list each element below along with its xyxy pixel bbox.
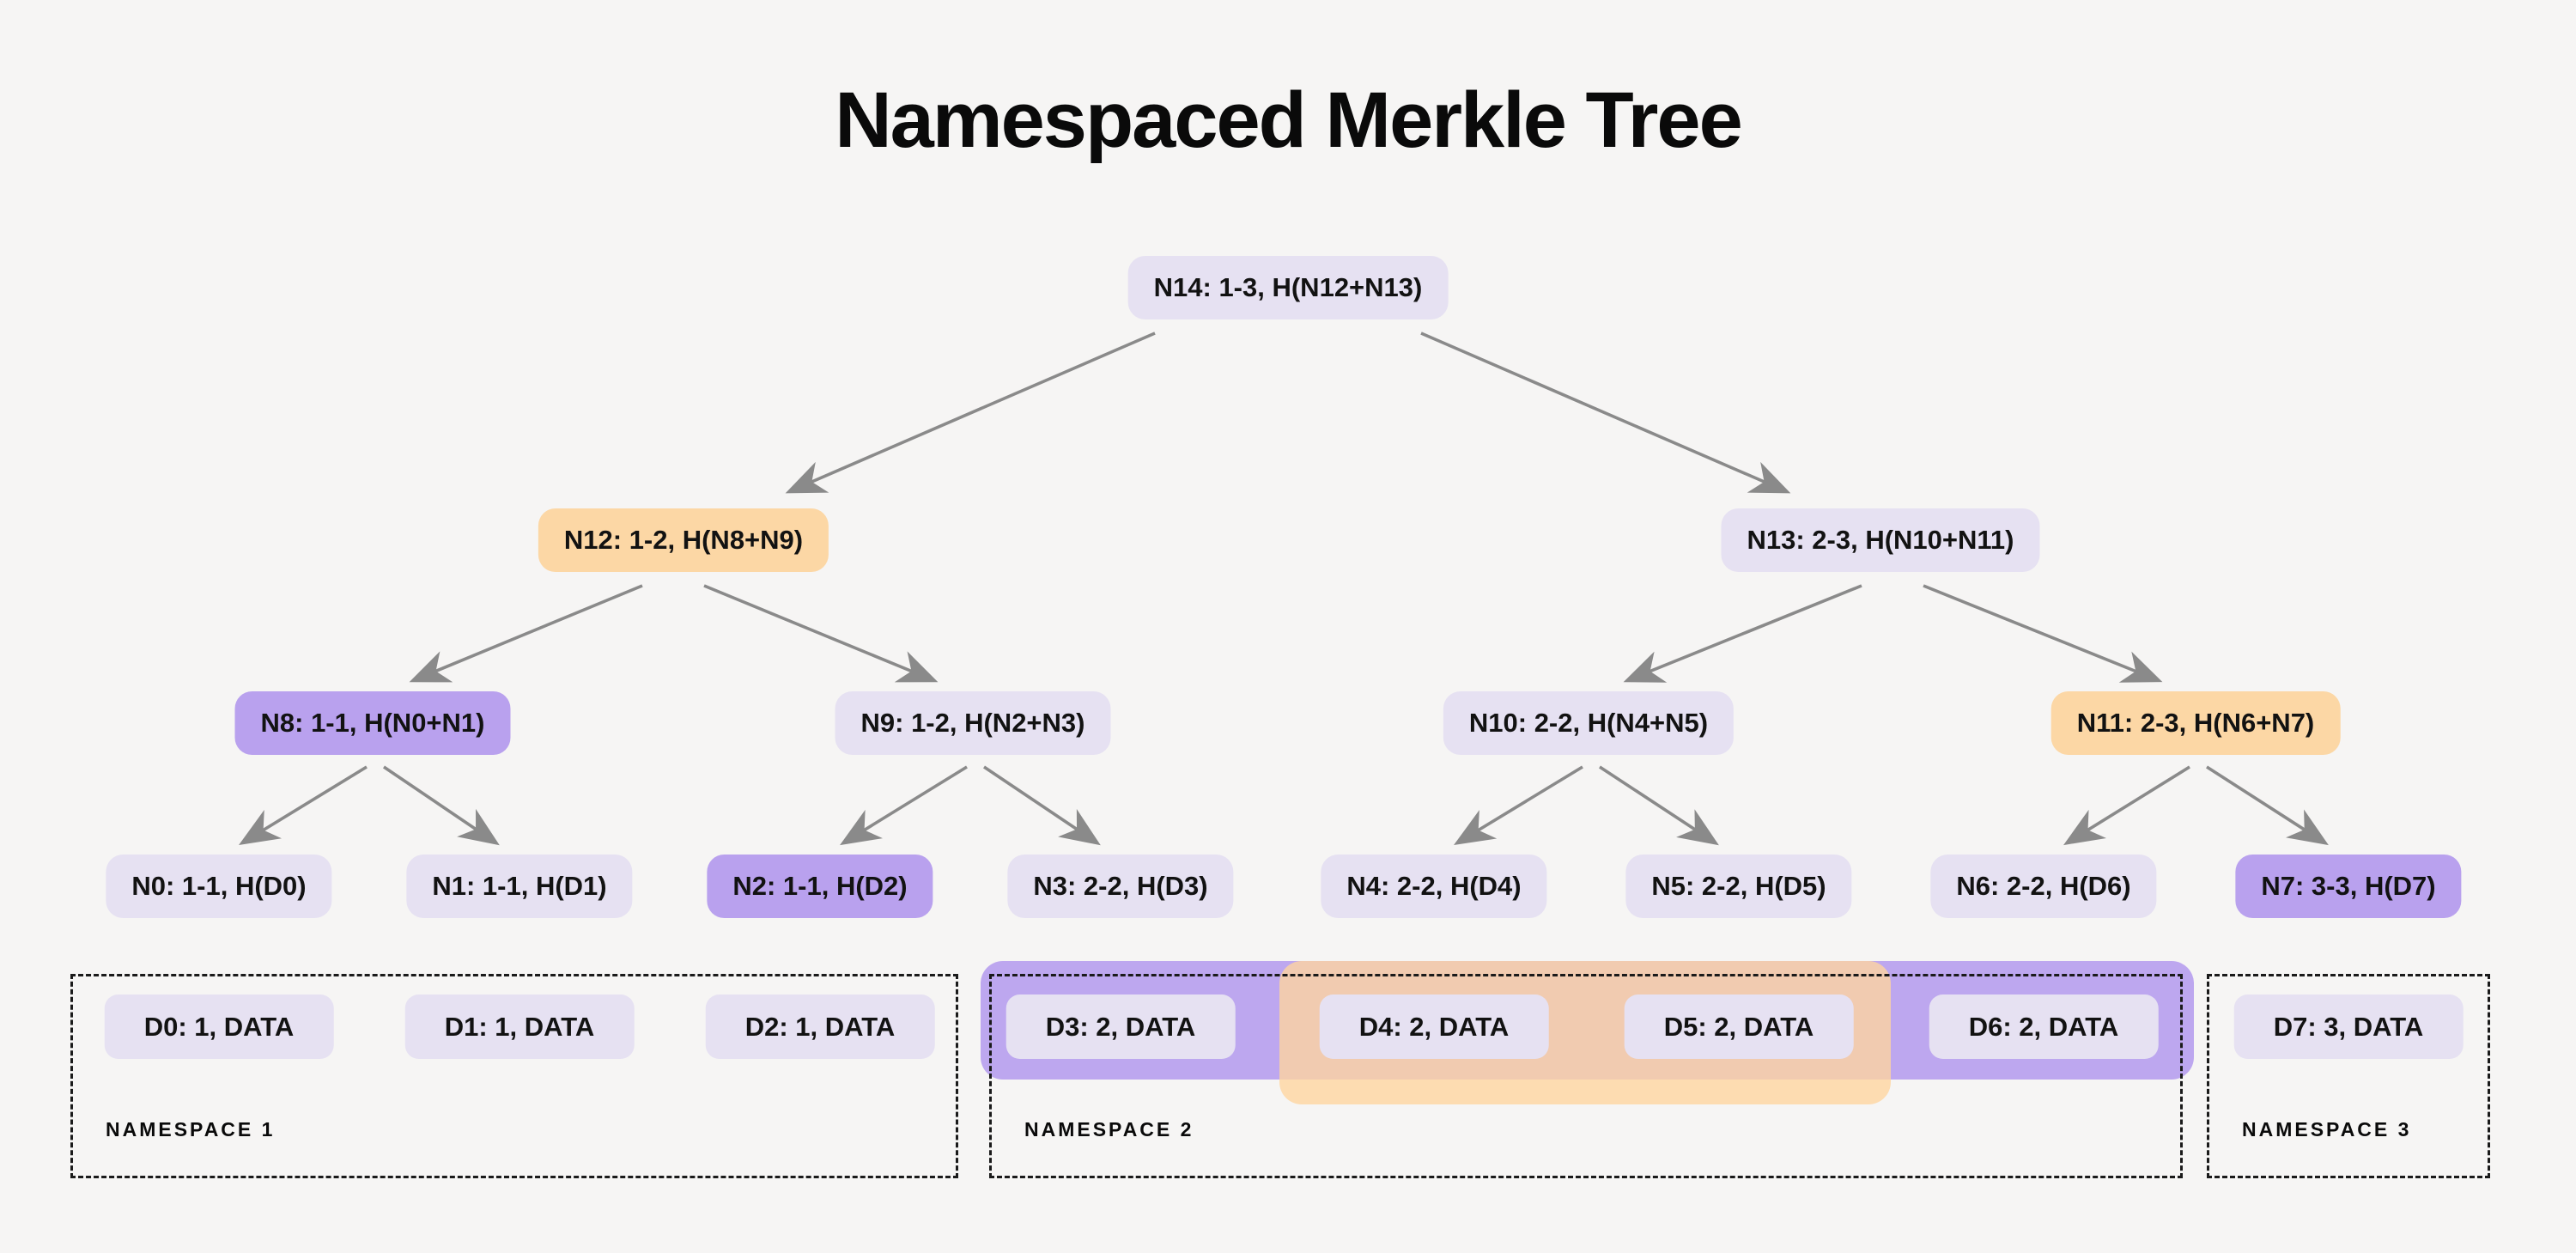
tree-edge	[1599, 765, 1719, 846]
tree-node-n4: N4: 2-2, H(D4)	[1321, 855, 1547, 918]
tree-edge	[1923, 584, 2163, 683]
tree-node-n7: N7: 3-3, H(D7)	[2235, 855, 2462, 918]
namespace-3-label: NAMESPACE 3	[2242, 1118, 2412, 1140]
data-leaf-d5: D5: 2, DATA	[1624, 994, 1854, 1059]
tree-edge	[409, 584, 643, 683]
tree-node-n3: N3: 2-2, H(D3)	[1007, 855, 1234, 918]
tree-node-n13: N13: 2-3, H(N10+N11)	[1721, 508, 2040, 572]
data-leaf-d4: D4: 2, DATA	[1319, 994, 1549, 1059]
tree-edge	[2206, 765, 2329, 846]
tree-node-n0: N0: 1-1, H(D0)	[106, 855, 332, 918]
tree-edge	[382, 765, 500, 846]
page-title: Namespaced Merkle Tree	[835, 76, 1743, 164]
tree-node-n5: N5: 2-2, H(D5)	[1625, 855, 1852, 918]
namespace-2-label: NAMESPACE 2	[1024, 1118, 1194, 1140]
tree-node-n12: N12: 1-2, H(N8+N9)	[538, 508, 829, 572]
namespace-2-box: NAMESPACE 2	[989, 974, 2183, 1178]
tree-edge	[703, 584, 939, 683]
data-leaf-d3: D3: 2, DATA	[1005, 994, 1236, 1059]
tree-node-n9: N9: 1-2, H(N2+N3)	[835, 691, 1111, 755]
tree-node-n2: N2: 1-1, H(D2)	[707, 855, 933, 918]
namespace-3-box: NAMESPACE 3	[2207, 974, 2490, 1178]
tree-edge	[785, 331, 1156, 494]
data-leaf-d1: D1: 1, DATA	[404, 994, 635, 1059]
data-leaf-d0: D0: 1, DATA	[104, 994, 334, 1059]
tree-edge	[1453, 765, 1583, 846]
tree-edge	[1623, 584, 1862, 683]
tree-edge	[2063, 765, 2190, 846]
data-leaf-d6: D6: 2, DATA	[1929, 994, 2159, 1059]
tree-node-n10: N10: 2-2, H(N4+N5)	[1443, 691, 1735, 755]
tree-node-n14: N14: 1-3, H(N12+N13)	[1127, 256, 1449, 319]
tree-node-n6: N6: 2-2, H(D6)	[1930, 855, 2157, 918]
tree-node-n8: N8: 1-1, H(N0+N1)	[234, 691, 511, 755]
tree-edge	[982, 765, 1101, 846]
data-leaf-d2: D2: 1, DATA	[705, 994, 935, 1059]
tree-node-n1: N1: 1-1, H(D1)	[406, 855, 633, 918]
tree-node-n11: N11: 2-3, H(N6+N7)	[2050, 691, 2341, 755]
namespace-1-box: NAMESPACE 1	[70, 974, 958, 1178]
tree-edge	[239, 765, 368, 846]
data-leaf-d7: D7: 3, DATA	[2233, 994, 2464, 1059]
tree-edge	[1420, 331, 1791, 494]
tree-edge	[840, 765, 968, 846]
namespace-1-label: NAMESPACE 1	[106, 1118, 276, 1140]
